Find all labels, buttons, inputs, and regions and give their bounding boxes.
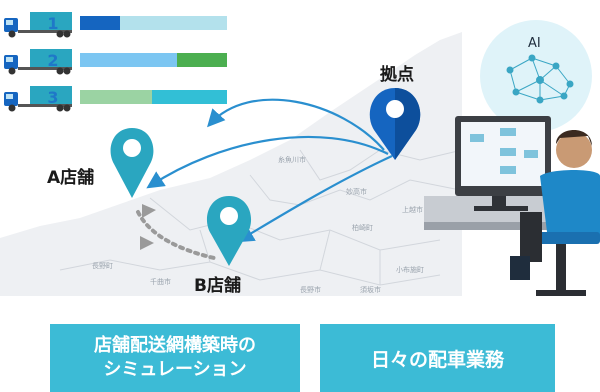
ai-label: AI (528, 36, 541, 51)
truck-icon (4, 86, 72, 112)
gray-arrow (140, 236, 154, 250)
route-a-to-b (136, 210, 216, 260)
simulation-button-line1: 店舗配送網構築時の (94, 335, 256, 356)
location-pin-icon (369, 88, 421, 160)
truck-load-segment (152, 90, 227, 104)
route-hub-curve (207, 98, 385, 151)
truck-number: 1 (47, 14, 59, 33)
location-pin-icon (206, 196, 252, 266)
truck-icon (4, 12, 72, 38)
store-b-label: B店舗 (194, 276, 241, 296)
place-name: 長野市 (300, 285, 321, 294)
simulation-button-line2: シミュレーション (103, 359, 247, 380)
place-name: 長野町 (92, 262, 113, 270)
truck-load-bar (80, 53, 227, 67)
place-name: 柏崎町 (352, 223, 373, 232)
truck-load-segment (80, 16, 120, 30)
truck-load-segment (80, 53, 178, 67)
hub-label: 拠点 (380, 65, 414, 85)
truck-load-segment (177, 53, 227, 67)
place-name: 妙高市 (346, 187, 367, 196)
ai-brain-icon (480, 20, 592, 132)
simulation-button[interactable]: 店舗配送網構築時の シミュレーション (50, 324, 300, 392)
place-name: 千曲市 (150, 277, 171, 286)
operator-icon (510, 130, 600, 296)
truck-number: 3 (47, 88, 59, 107)
daily-dispatch-button-label: 日々の配車業務 (370, 348, 504, 371)
daily-dispatch-button[interactable]: 日々の配車業務 (320, 324, 555, 392)
land-area (0, 32, 462, 296)
location-pin-icon (110, 128, 154, 198)
place-name: 上越市 (402, 205, 423, 214)
place-name: 小布施町 (396, 265, 424, 274)
route-hub-to-b (236, 155, 393, 243)
truck-load-bar (80, 90, 227, 104)
place-name: 糸魚川市 (278, 155, 306, 164)
store-a-label: A店舗 (47, 168, 95, 188)
route-hub-to-a (146, 135, 389, 189)
truck-number: 2 (47, 51, 59, 70)
delivery-map: 糸魚川市 妙高市 上越市 柏崎町 小布施町 長野市 須坂市 千曲市 長野町 (0, 20, 600, 296)
truck-load-segment (80, 90, 153, 104)
place-name: 須坂市 (360, 285, 381, 294)
gray-arrow (142, 204, 156, 218)
truck-icon (4, 49, 72, 75)
truck-load-bar (80, 16, 227, 30)
